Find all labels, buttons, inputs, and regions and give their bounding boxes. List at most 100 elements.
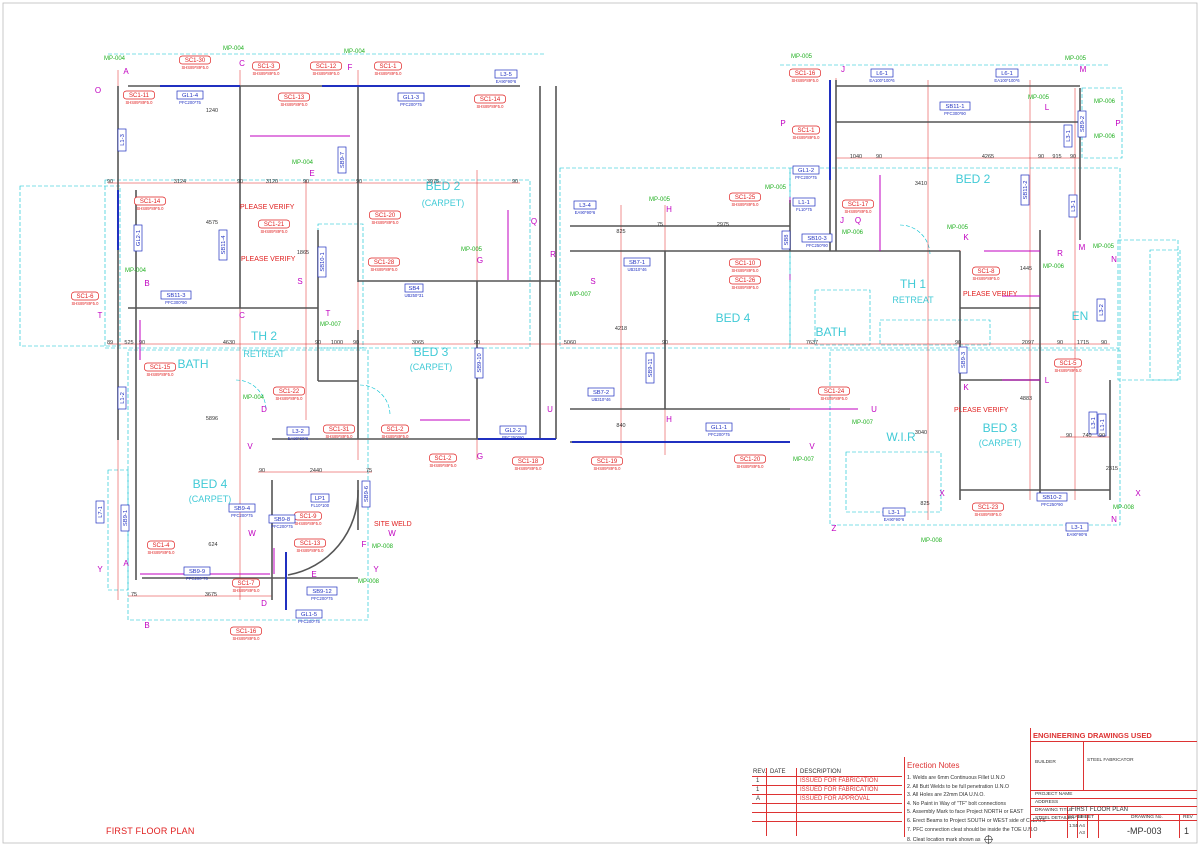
mp-drawing-ref: MP-005 [791, 54, 813, 60]
column-mark-section: SHS89*89*5.0 [731, 202, 759, 207]
column-mark-tag [273, 386, 305, 396]
column-mark-tag [179, 55, 211, 65]
column-mark-tag [729, 192, 761, 202]
grid-label: F [362, 540, 367, 549]
member-mark-section: EA90*90*6 [884, 517, 905, 522]
rev-row-desc: ISSUED FOR FABRICATION [800, 787, 878, 793]
grid-label: I [789, 273, 791, 282]
grid-label: K [963, 233, 969, 242]
column-mark-section: SHS89*89*5.0 [514, 466, 542, 471]
scale-value: 1:55 [1069, 824, 1079, 829]
column-mark-tag [818, 386, 850, 396]
column-mark-tag [134, 196, 166, 206]
dimension-value: 90 [259, 468, 265, 474]
member-mark-tag [882, 507, 906, 517]
dimension-value: 7637 [806, 340, 818, 346]
dimension-value: 90 [1038, 154, 1044, 160]
column-mark-label: SC1-1 [797, 128, 815, 134]
vertical-member-label: SB9-2 [1080, 116, 1086, 132]
dimension-value: 3675 [205, 592, 217, 598]
column-mark-label: SC1-7 [237, 581, 255, 587]
vertical-member-tag [361, 480, 371, 508]
vertical-member-mark: SB9-10 [474, 347, 484, 379]
column-mark-section: SHS89*89*5.0 [371, 220, 399, 225]
member-mark-section: UB310*46 [627, 267, 647, 272]
dimension-value: 90 [662, 340, 668, 346]
column-mark-section: SHS89*89*5.0 [136, 206, 164, 211]
vertical-member-tag [218, 229, 228, 261]
grid-label: R [550, 250, 556, 259]
member-mark-section: EA90*90*6 [496, 79, 517, 84]
rev-row-rev: 1 [756, 787, 760, 793]
column-mark-label: SC1-13 [284, 95, 305, 101]
member-mark-tag [995, 68, 1019, 78]
member-mark-tag [494, 69, 518, 79]
room-name: TH 1 [900, 277, 926, 291]
column-mark-tag [512, 456, 544, 466]
vertical-member-tag [781, 230, 791, 250]
grid-label: F [348, 63, 353, 72]
member-mark-tag [286, 426, 310, 436]
room-name: EN [1072, 309, 1089, 323]
member-mark-label: L6-1 [1001, 71, 1013, 77]
column-mark-tag [368, 257, 400, 267]
column-mark-label: SC1-14 [480, 97, 501, 103]
column-mark-section: SHS89*89*5.0 [792, 135, 820, 140]
dimension-value: 4218 [615, 326, 627, 332]
grid-label: X [1135, 489, 1141, 498]
vertical-member-tag [337, 146, 347, 174]
vertical-member-label: SB9-1 [123, 510, 129, 526]
member-mark-label: L6-1 [876, 71, 888, 77]
room-name: W.I.R [886, 430, 916, 444]
room-subtitle: RETREAT [892, 295, 934, 305]
grid-label: W [248, 529, 256, 538]
room-name: BED 4 [716, 311, 751, 325]
member-mark-tag [404, 283, 424, 293]
grid-label: J [840, 216, 844, 225]
member-mark-label: L3-5 [500, 72, 512, 78]
grid-label: G [477, 452, 483, 461]
member-mark-label: GL1-3 [403, 95, 419, 101]
member-mark-tag [792, 165, 820, 175]
dimension-value: 90 [474, 340, 480, 346]
dimension-value: 3410 [915, 181, 927, 187]
vertical-member-tag [133, 224, 143, 252]
erection-notes-title: Erection Notes [907, 761, 960, 770]
member-marks: GL1-4PFC200*75GL1-3PFC200*75L3-5EA90*90*… [160, 68, 1089, 624]
column-mark-tag [294, 538, 326, 548]
room-name: BED 3 [414, 345, 449, 359]
dimension-value: 90 [237, 179, 243, 185]
vertical-member-label: SB10-1 [320, 252, 326, 271]
member-mark-section: PFC200*75 [311, 596, 333, 601]
grid-label: P [1115, 119, 1120, 128]
grid-label: C [239, 59, 245, 68]
member-mark-label: GL1-2 [798, 168, 814, 174]
member-mark-tag [176, 90, 204, 100]
grid-label: U [871, 405, 877, 414]
member-mark-label: GL1-1 [711, 425, 727, 431]
column-mark-tag [374, 61, 402, 71]
room-name: BATH [177, 357, 208, 371]
dimension-value: 2315 [1106, 466, 1118, 472]
column-mark-label: SC1-26 [735, 278, 756, 284]
detailer-label: STEEL DETAILER [1035, 816, 1075, 821]
member-mark-section: EA90*90*6 [1067, 532, 1088, 537]
erection-note: 2. All Butt Welds to be full penetration… [907, 783, 1009, 790]
member-mark-tag [397, 92, 425, 102]
member-mark-section: FL10*75 [796, 207, 813, 212]
erection-note: 4. No Paint in Way of "TF" bolt connecti… [907, 800, 1006, 807]
member-mark-label: SB10-3 [807, 236, 826, 242]
column-mark-section: SHS89*89*5.0 [820, 396, 848, 401]
dimension-value: 1040 [850, 154, 862, 160]
column-mark-section: SHS89*89*5.0 [429, 463, 457, 468]
